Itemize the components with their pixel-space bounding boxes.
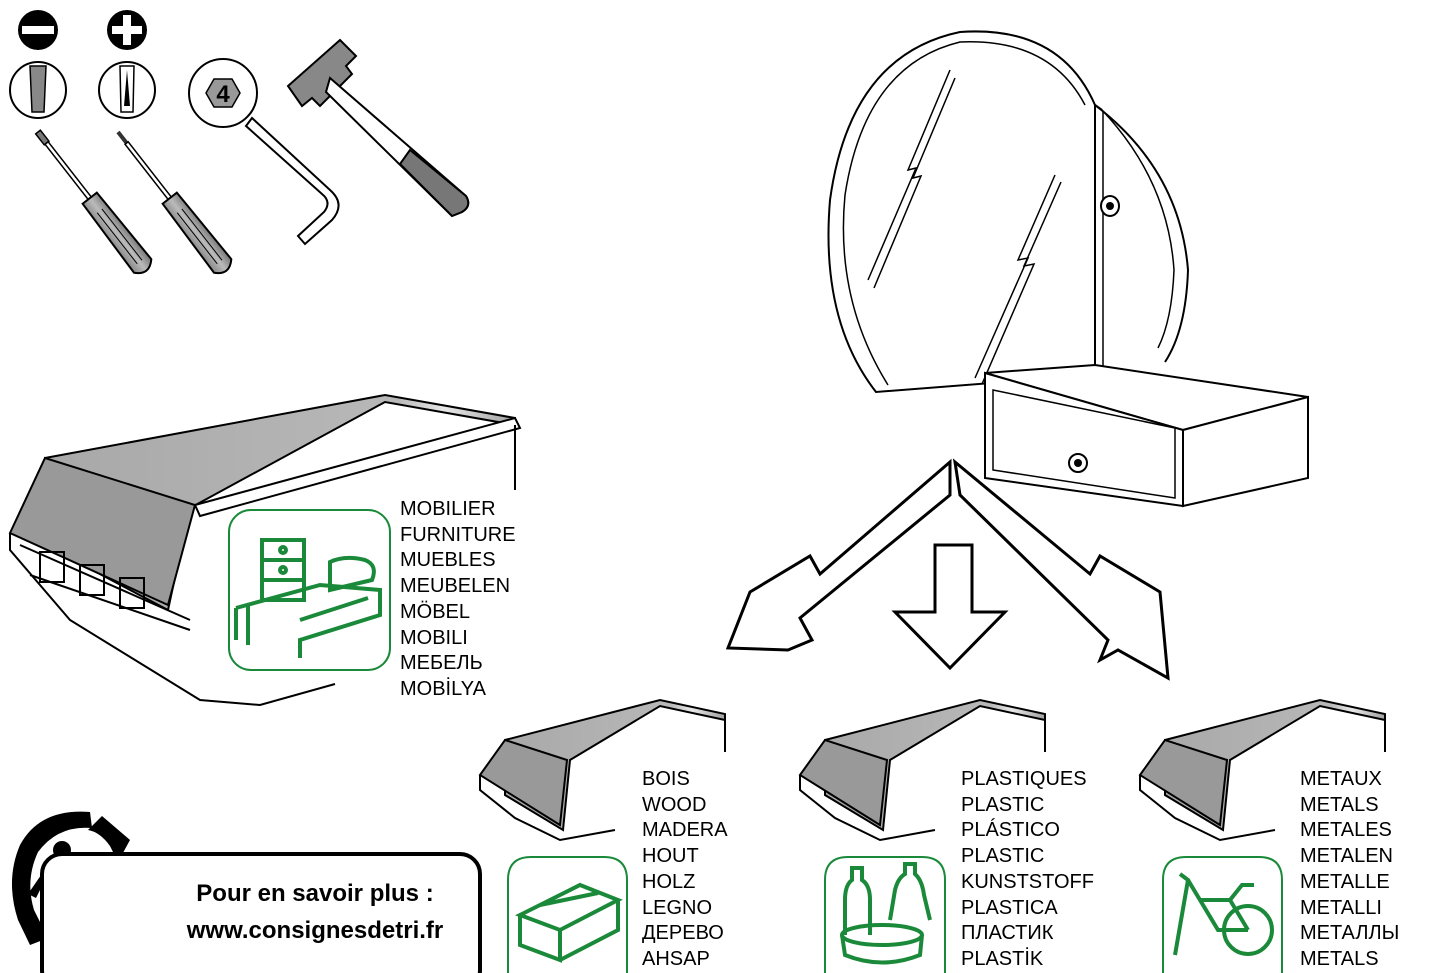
- plastic-label: PLASTICA: [961, 896, 1058, 919]
- phillips-tip-detail-icon: [98, 61, 156, 119]
- arrow-right: [952, 458, 1170, 681]
- mirror-vanity-unit: [827, 30, 1309, 508]
- sorting-arrows: [725, 458, 1170, 681]
- plastic-container-icon: [798, 698, 1046, 842]
- metal-category-icon: [1162, 856, 1283, 973]
- plastic-label: PLÁSTICO: [961, 819, 1060, 842]
- wood-label: MADERA: [642, 819, 728, 842]
- info-box: Pour en savoir plus : www.consignesdetri…: [40, 852, 482, 973]
- furniture-label-list: MOBILIER FURNITURE MUEBLES MEUBELEN MÖBE…: [400, 497, 516, 703]
- wood-label: LEGNO: [642, 896, 713, 919]
- arrow-left: [725, 458, 952, 652]
- wood-label: HOUT: [642, 845, 699, 868]
- wood-label: BOIS: [642, 768, 690, 790]
- furniture-label: MÖBEL: [400, 600, 471, 623]
- arrow-middle: [891, 543, 1009, 671]
- flat-tip-detail-icon: [9, 61, 67, 119]
- metal-label: МЕТАЛЛЫ: [1300, 922, 1400, 945]
- info-line-more: Pour en savoir plus :: [196, 880, 434, 907]
- plastic-label: PLASTİK: [961, 947, 1044, 970]
- plastic-label: PLASTIC: [961, 845, 1045, 868]
- large-container-icon: [8, 393, 522, 707]
- plastic-label: PLASTIC: [961, 793, 1045, 816]
- furniture-label: MUEBLES: [400, 549, 496, 572]
- metal-label: METALS: [1300, 947, 1379, 970]
- plastic-label: ПЛАСТИК: [961, 922, 1054, 945]
- wood-container-icon: [478, 698, 726, 842]
- furniture-label: МЕБЕЛЬ: [400, 652, 483, 675]
- screw-icon: [1100, 195, 1120, 217]
- phillips-screwdriver-icon: [116, 130, 233, 275]
- plastic-category-icon: [824, 856, 946, 973]
- hammer-icon: [286, 38, 470, 218]
- wood-label: ДЕРЕВО: [642, 922, 724, 945]
- flat-screwdriver-sign-icon: [18, 10, 58, 50]
- info-website-link[interactable]: www.consignesdetri.fr: [186, 917, 444, 944]
- furniture-label: FURNITURE: [400, 523, 516, 546]
- metal-container-icon: [1138, 698, 1386, 842]
- hex-key-icon: [244, 116, 340, 246]
- furniture-label: MEUBELEN: [400, 575, 511, 598]
- wood-label: AHSAP: [642, 947, 710, 970]
- flat-screwdriver-icon: [34, 129, 153, 275]
- drawer-knob-icon: [1068, 453, 1088, 473]
- wood-label: HOLZ: [642, 870, 696, 893]
- furniture-label: MOBILIER: [400, 498, 496, 520]
- metal-label: METALLI: [1300, 896, 1382, 919]
- metal-label: METALS: [1300, 793, 1379, 816]
- metal-label: METAUX: [1300, 768, 1382, 790]
- plastic-label-list: PLASTIQUES PLASTIC PLÁSTICO PLASTIC KUNS…: [961, 767, 1094, 973]
- wood-category-icon: [507, 856, 628, 973]
- wood-label: WOOD: [642, 793, 707, 816]
- metal-label-list: METAUX METALS METALES METALEN METALLE ME…: [1300, 767, 1399, 973]
- metal-label: METALLE: [1300, 870, 1390, 893]
- phillips-screwdriver-sign-icon: [107, 10, 147, 50]
- furniture-label: MOBILI: [400, 626, 468, 649]
- metal-label: METALES: [1300, 819, 1392, 842]
- hex-key-size-label: 4: [216, 81, 230, 108]
- wood-label-list: BOIS WOOD MADERA HOUT HOLZ LEGNO ДЕРЕВО …: [642, 767, 728, 973]
- plastic-label: KUNSTSTOFF: [961, 870, 1094, 893]
- hex-key-detail-icon: 4: [188, 58, 258, 128]
- tools-group: 4: [9, 10, 470, 275]
- metal-label: METALEN: [1300, 845, 1393, 868]
- plastic-label: PLASTIQUES: [961, 768, 1087, 790]
- furniture-category-icon: [228, 509, 391, 671]
- furniture-label: MOBİLYA: [400, 677, 486, 700]
